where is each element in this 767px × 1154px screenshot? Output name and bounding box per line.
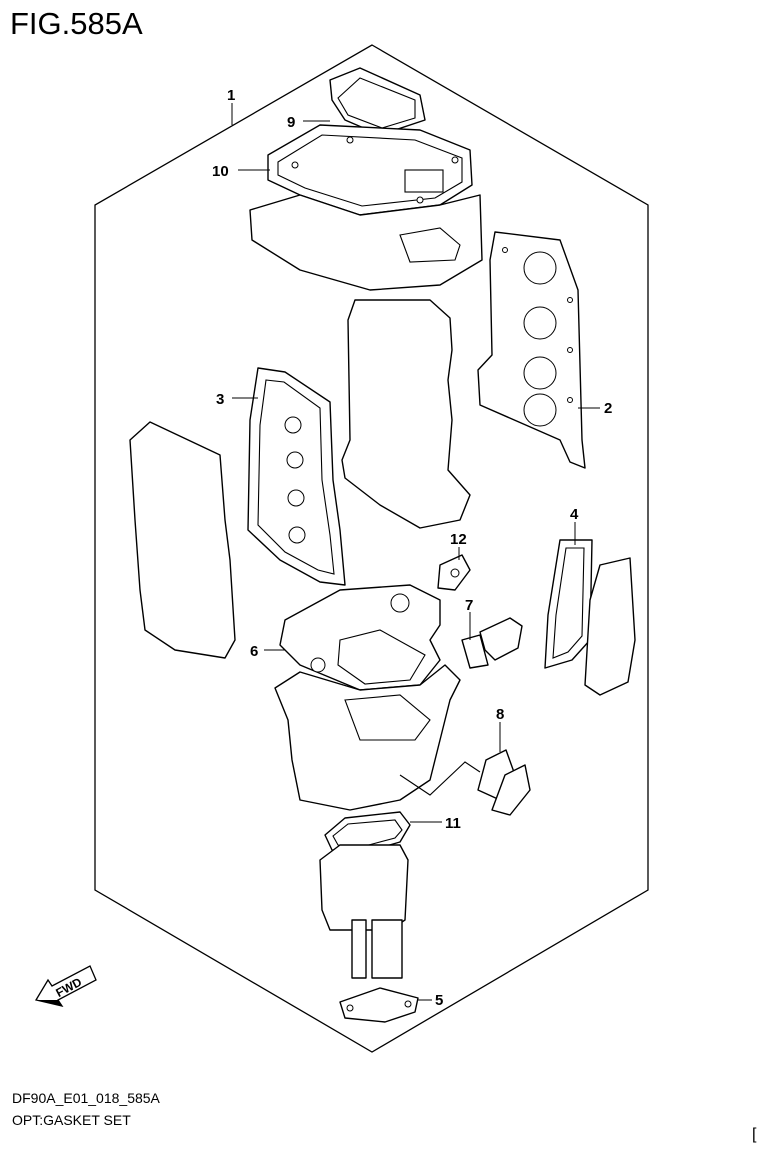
callout-2: 2 [604,400,612,417]
cylinder-block [341,299,471,529]
oil-pump-body [319,844,409,979]
part-6-crankcase-gasket[interactable] [279,584,441,691]
callout-5: 5 [435,992,443,1009]
figure-code: DF90A_E01_018_585A [12,1090,160,1106]
callout-9: 9 [287,114,295,131]
callout-10: 10 [212,163,229,180]
figure-title: FIG.585A [10,6,143,41]
part-5-strainer-gasket[interactable] [339,987,419,1023]
callout-7: 7 [465,597,473,614]
callout-8: 8 [496,706,504,723]
intake-side-panel [129,421,236,659]
part-3-valve-cover-gasket[interactable] [247,367,346,586]
callout-12: 12 [450,531,467,548]
side-cover-plate [584,557,636,696]
corner-mark: [ [752,1126,757,1143]
callout-leader-lines [231,103,600,1001]
part-10-head-cover-gasket[interactable] [267,124,473,216]
small-cover [491,764,531,816]
part-7-thermostat-gasket[interactable] [461,617,523,669]
callout-4: 4 [570,506,579,523]
head-cover-body [249,194,483,291]
callout-1: 1 [227,87,235,104]
part-12-small-gasket[interactable] [437,554,471,591]
callout-11: 11 [445,815,461,832]
callout-3: 3 [216,391,224,408]
part-4-side-gasket[interactable] [544,539,593,669]
part-2-cylinder-head-gasket[interactable] [477,231,586,469]
part-9-cover-gasket[interactable] [329,67,426,136]
callout-6: 6 [250,643,258,660]
figure-description: OPT:GASKET SET [12,1112,131,1128]
fwd-arrow-icon: FWD [34,965,97,1008]
crankcase-body [274,664,461,811]
gasket-set-frame [94,44,649,1053]
